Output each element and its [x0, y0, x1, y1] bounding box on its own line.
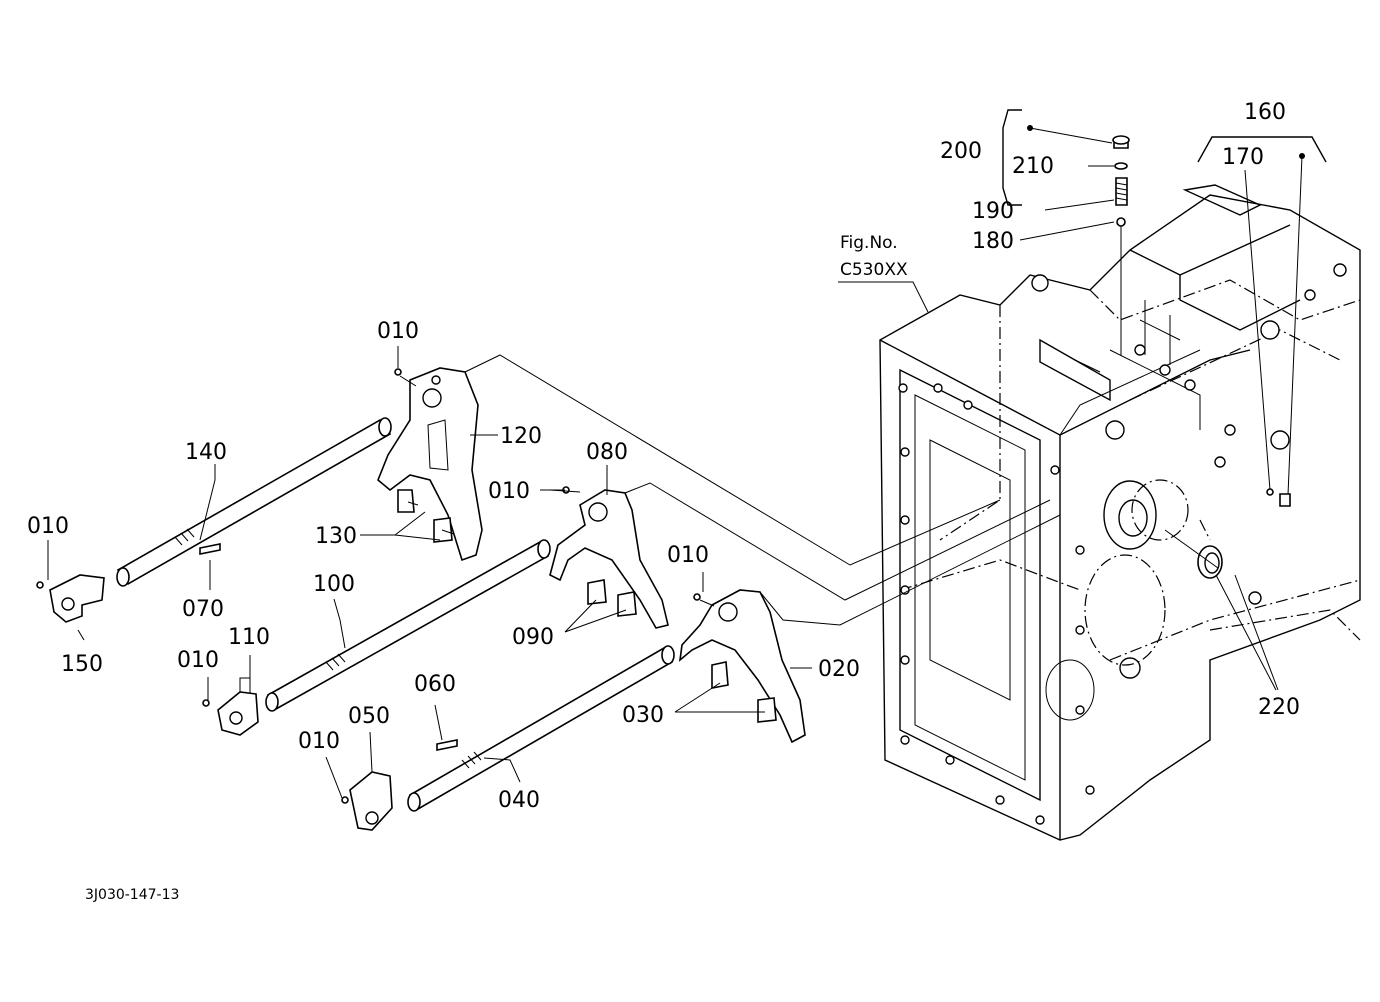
shift-rod-040 [407, 645, 675, 812]
label-180: 180 [972, 229, 1014, 254]
shift-fork-020 [678, 589, 806, 744]
label-120: 120 [500, 424, 542, 449]
flange-bolt-holes [898, 263, 1347, 825]
transmission-case [879, 184, 1361, 841]
label-200: 200 [940, 139, 982, 164]
shift-rod-100 [265, 539, 551, 712]
shift-arm-110 [202, 677, 259, 736]
plug-assembly [1197, 136, 1327, 507]
drawing-code: 3J030-147-13 [85, 887, 179, 903]
detent-bolt-assembly [1002, 109, 1181, 365]
label-110: 110 [228, 625, 270, 650]
label-010-arm110: 010 [177, 648, 219, 673]
label-010-arm150: 010 [27, 514, 69, 539]
reference-lines [464, 354, 1061, 626]
label-100: 100 [313, 572, 355, 597]
label-010-fork080: 010 [488, 479, 530, 504]
label-060: 060 [414, 672, 456, 697]
shift-fork-080 [549, 486, 669, 629]
label-150: 150 [61, 652, 103, 677]
fig-ref-line1: Fig.No. [840, 233, 898, 253]
label-050: 050 [348, 704, 390, 729]
oil-seal [1164, 529, 1279, 691]
label-220: 220 [1258, 695, 1300, 720]
label-040: 040 [498, 788, 540, 813]
label-010-fork120: 010 [377, 319, 419, 344]
shift-arm-050 [341, 771, 393, 831]
label-010-arm050: 010 [298, 729, 340, 754]
label-080: 080 [586, 440, 628, 465]
label-030: 030 [622, 703, 664, 728]
label-070: 070 [182, 597, 224, 622]
label-090: 090 [512, 625, 554, 650]
label-020: 020 [818, 657, 860, 682]
label-140: 140 [185, 440, 227, 465]
label-210: 210 [1012, 154, 1054, 179]
fig-ref-line2: C530XX [840, 260, 908, 280]
callout-labels: 200 210 190 180 160 170 Fig.No. C530XX 0… [27, 100, 1300, 903]
callout-leaders [47, 346, 812, 799]
label-170: 170 [1222, 145, 1264, 170]
shift-rod-140 [116, 417, 392, 587]
label-190: 190 [972, 199, 1014, 224]
label-130: 130 [315, 524, 357, 549]
label-010-fork020: 010 [667, 543, 709, 568]
label-160: 160 [1244, 100, 1286, 125]
shift-arm-150 [36, 574, 105, 623]
shift-fork-120 [377, 367, 483, 562]
